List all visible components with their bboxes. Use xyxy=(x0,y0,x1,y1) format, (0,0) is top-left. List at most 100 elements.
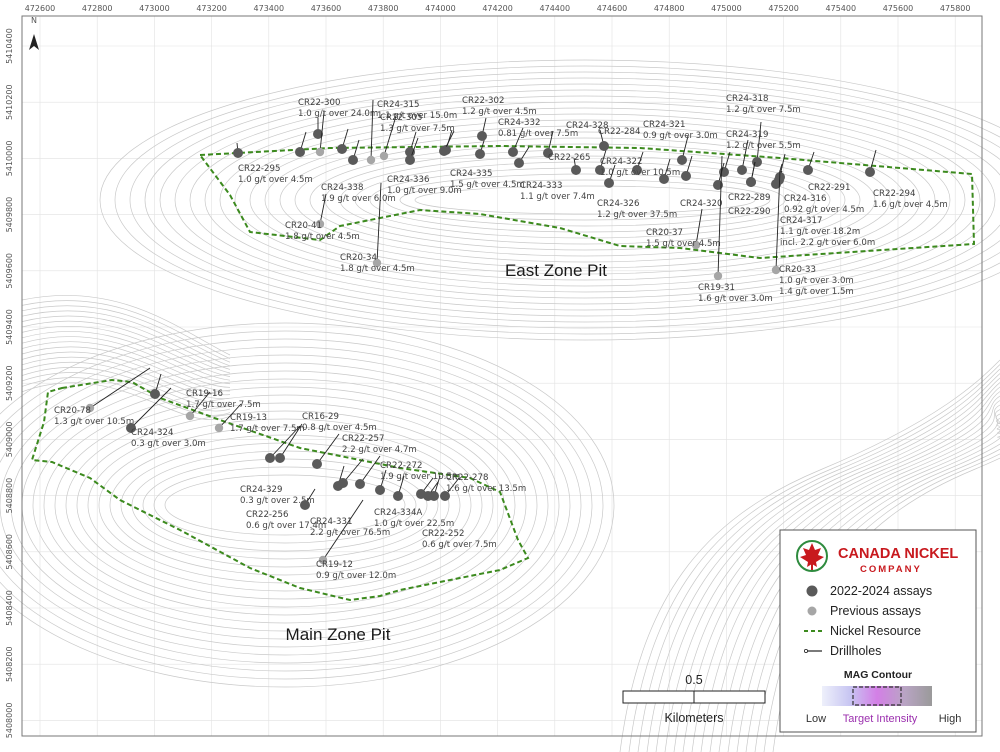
new-assay-icon xyxy=(746,177,756,187)
x-tick-label: 473600 xyxy=(311,4,342,13)
previous-assay-icon xyxy=(771,265,781,275)
drillhole: CR19-161.7 g/t over 7.5m xyxy=(185,389,261,421)
previous-assay-icon xyxy=(713,271,723,281)
new-assay-icon xyxy=(338,478,348,488)
north-arrow-icon: N xyxy=(29,16,39,50)
new-assay-icon xyxy=(752,157,762,167)
drillhole-id: CR20-37 xyxy=(646,228,683,238)
drillhole-assay: 0.9 g/t over 3.0m xyxy=(643,131,718,141)
drillhole-trace xyxy=(695,208,703,246)
drillhole-id: CR24-324 xyxy=(131,428,173,438)
legend-item-nickel-resource: Nickel Resource xyxy=(830,624,921,638)
drillhole: CR22-290 xyxy=(728,161,770,217)
drillhole-id: CR22-272 xyxy=(380,461,422,471)
x-tick-label: 473000 xyxy=(139,4,170,13)
x-tick-label: 474800 xyxy=(654,4,685,13)
drillhole-trace xyxy=(319,193,327,225)
y-tick-label: 5409400 xyxy=(5,309,14,345)
legend-item-drillholes: Drillholes xyxy=(830,644,881,658)
previous-assay-icon xyxy=(318,555,328,565)
north-label: N xyxy=(31,16,37,25)
new-assay-icon xyxy=(571,165,581,175)
drillhole-assay: 1.0 g/t over 9.0m xyxy=(387,186,462,196)
drillhole-collar-icon xyxy=(659,158,671,184)
drillhole-id: CR22-295 xyxy=(238,164,280,174)
drillhole-assay: 0.3 g/t over 2.5m xyxy=(240,496,315,506)
new-assay-icon xyxy=(508,147,518,157)
x-tick-label: 475400 xyxy=(826,4,857,13)
x-tick-label: 474600 xyxy=(597,4,628,13)
drillhole-assay: 1.3 g/t over 7.5m xyxy=(380,124,455,134)
x-tick-label: 472600 xyxy=(25,4,56,13)
drillhole-id: CR20-41 xyxy=(285,221,322,231)
drillhole-trace xyxy=(316,433,340,465)
drillhole-trace xyxy=(279,423,303,459)
drillhole-assay: 1.1 g/t over 15.0m xyxy=(377,111,457,121)
drillhole: CR19-131.7 g/t over 7.5m xyxy=(214,403,305,434)
drillhole-id: CR19-16 xyxy=(186,389,223,399)
drillhole-assay: 1.0 g/t over 10.5m xyxy=(600,168,680,178)
drillhole-collar-icon xyxy=(348,139,360,165)
drillhole-assay: 1.8 g/t over 4.5m xyxy=(285,232,360,242)
drillhole: CR22-284 xyxy=(598,127,640,151)
drillhole-assay: 1.6 g/t over 13.5m xyxy=(446,484,526,494)
drillhole-assay: 1.0 g/t over 22.5m xyxy=(374,519,454,529)
drillhole-id: CR22-257 xyxy=(342,434,384,444)
legend: CANADA NICKEL COMPANY 2022-2024 assays P… xyxy=(779,529,977,733)
new-assay-icon xyxy=(265,453,275,463)
x-tick-label: 474200 xyxy=(482,4,513,13)
drillhole-trace xyxy=(342,458,364,484)
drillhole: CR22-265 xyxy=(548,153,590,175)
drillhole-id: CR22-305 xyxy=(380,113,422,123)
new-assay-icon xyxy=(440,491,450,501)
drillhole-id: CR20-33 xyxy=(779,265,816,275)
coordinate-grid xyxy=(22,16,982,736)
drillhole-assay: 1.2 g/t over 7.5m xyxy=(726,105,801,115)
drillhole-assay: 0.92 g/t over 4.5m xyxy=(784,205,864,215)
drillhole-trace xyxy=(130,387,172,429)
y-tick-label: 5408800 xyxy=(5,478,14,514)
new-assay-icon xyxy=(677,155,687,165)
drillhole-assay: 0.81 g/t over 7.5m xyxy=(498,129,578,139)
x-tick-label: 472800 xyxy=(82,4,113,13)
y-tick-label: 5408400 xyxy=(5,590,14,626)
new-assay-icon xyxy=(313,129,323,139)
drillhole-collar-icon xyxy=(375,469,387,495)
drillhole-id: CR24-332 xyxy=(498,118,540,128)
drillhole-id: CR22-290 xyxy=(728,207,770,217)
drillhole-assay: 1.6 g/t over 3.0m xyxy=(698,294,773,304)
drillhole-trace xyxy=(775,169,781,271)
drillhole-id: CR22-256 xyxy=(246,510,288,520)
drillhole-trace xyxy=(319,111,325,153)
drillhole-assay: 1.6 g/t over 4.5m xyxy=(873,200,948,210)
y-tick-label: 5410400 xyxy=(5,28,14,64)
new-assay-icon xyxy=(803,165,813,175)
drillhole-id: CR24-320 xyxy=(680,199,722,209)
drillhole-assay: 1.8 g/t over 4.5m xyxy=(340,264,415,274)
x-tick-label: 475200 xyxy=(768,4,799,13)
new-assay-icon xyxy=(355,479,365,489)
mag-high-label: High xyxy=(939,713,962,725)
previous-assay-icon xyxy=(366,155,376,165)
drillhole-assay: 1.2 g/t over 4.5m xyxy=(462,107,537,117)
drillhole: CR20-411.8 g/t over 4.5m xyxy=(285,193,360,242)
new-assay-icon xyxy=(865,167,875,177)
new-assay-icon xyxy=(423,491,433,501)
y-tick-label: 5409200 xyxy=(5,365,14,401)
drillhole-assay: 1.3 g/t over 10.5m xyxy=(54,417,134,427)
drillhole-assay: 1.9 g/t over 10.5m xyxy=(380,472,460,482)
new-assay-legend-symbol xyxy=(806,585,818,597)
drillhole-trace xyxy=(189,391,211,417)
y-tick-label: 5408600 xyxy=(5,534,14,570)
y-tick-label: 5410000 xyxy=(5,141,14,177)
drillhole-assay: 1.2 g/t over 37.5m xyxy=(597,210,677,220)
drillhole-assay: 2.2 g/t over 4.7m xyxy=(342,445,417,455)
